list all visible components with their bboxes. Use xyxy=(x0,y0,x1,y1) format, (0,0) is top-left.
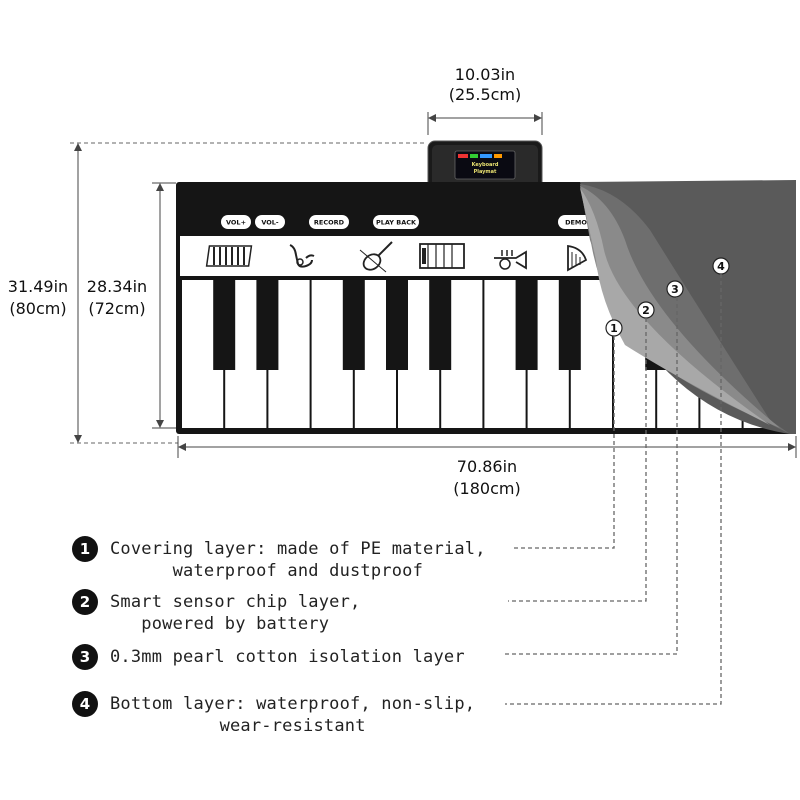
black-key[interactable] xyxy=(213,280,236,370)
layer-number-3: 3 xyxy=(72,644,98,670)
vol-up-button[interactable] xyxy=(221,215,251,229)
cotton-layer xyxy=(580,184,790,434)
inner-height-dimension: 28.34in (72cm) xyxy=(87,182,176,429)
bottom-length-cm-label: (180cm) xyxy=(453,479,520,498)
harp-icon[interactable] xyxy=(567,244,588,272)
black-key[interactable] xyxy=(386,280,408,370)
outer-height-dimension: 31.49in (80cm) xyxy=(8,142,425,444)
inner-height-cm-label: (72cm) xyxy=(88,299,145,318)
vol-up-label: VOL+ xyxy=(226,219,246,227)
top-width-cm-label: (25.5cm) xyxy=(449,85,522,104)
layer-description-4: 4 Bottom layer: waterproof, non-slip, we… xyxy=(72,691,476,737)
peeled-layers xyxy=(580,180,796,434)
layer-number-1: 1 xyxy=(72,536,98,562)
leader-line-2 xyxy=(508,318,647,602)
leader-line-3 xyxy=(505,297,678,655)
saxophone-icon[interactable] xyxy=(289,244,315,268)
layer-2-line-1: Smart sensor chip layer, xyxy=(110,592,361,612)
layer-4-line-2: wear-resistant xyxy=(219,716,366,736)
layer-2-line-2: powered by battery xyxy=(141,614,330,634)
demo-button[interactable] xyxy=(558,215,594,229)
layer-1-line-2: waterproof and dustproof xyxy=(172,561,424,581)
top-width-dimension: 10.03in (25.5cm) xyxy=(427,65,543,135)
black-key[interactable] xyxy=(429,280,452,370)
record-label: RECORD xyxy=(314,219,345,227)
trumpet-icon[interactable] xyxy=(494,250,527,270)
leader-line-4 xyxy=(505,274,722,705)
vol-down-label: VOL- xyxy=(261,219,279,227)
violin-icon[interactable] xyxy=(359,241,393,273)
inner-height-label: 28.34in xyxy=(87,277,147,296)
mat-button-row: VOL+ VOL- RECORD PLAY BACK DEMO xyxy=(221,215,594,229)
top-width-label: 10.03in xyxy=(455,65,515,84)
bottom-length-label: 70.86in xyxy=(457,457,517,476)
layer-number-4: 4 xyxy=(72,691,98,717)
layer-number-2: 2 xyxy=(72,589,98,615)
layer-description-3: 3 0.3mm pearl cotton isolation layer xyxy=(72,644,465,670)
vol-down-button[interactable] xyxy=(255,215,285,229)
covering-layer xyxy=(580,188,770,425)
playback-button[interactable] xyxy=(373,215,419,229)
layer-description-1: 1 Covering layer: made of PE material, w… xyxy=(72,536,486,582)
screen-title-2: Playmat xyxy=(474,169,497,175)
black-key[interactable] xyxy=(558,280,581,370)
black-key[interactable] xyxy=(515,280,538,370)
piano-icon[interactable] xyxy=(205,245,253,267)
leader-lines xyxy=(505,274,722,705)
accordion-icon[interactable] xyxy=(419,243,465,269)
outer-height-cm-label: (80cm) xyxy=(9,299,66,318)
callout-number-1: 1 xyxy=(610,322,618,335)
layer-3-line-1: 0.3mm pearl cotton isolation layer xyxy=(110,647,465,667)
record-button[interactable] xyxy=(309,215,349,229)
playback-label: PLAY BACK xyxy=(376,219,417,227)
layer-description-2: 2 Smart sensor chip layer, powered by ba… xyxy=(72,589,361,635)
layer-callouts: 1 2 3 4 xyxy=(605,257,730,337)
black-key[interactable] xyxy=(342,280,365,370)
screen-title-1: Keyboard xyxy=(472,162,499,168)
layer-4-line-1: Bottom layer: waterproof, non-slip, xyxy=(110,694,476,714)
callout-number-3: 3 xyxy=(671,283,679,296)
outer-height-label: 31.49in xyxy=(8,277,68,296)
callout-circle-3 xyxy=(666,280,684,298)
callout-number-2: 2 xyxy=(642,304,650,317)
bottom-length-dimension: 70.86in (180cm) xyxy=(177,436,797,498)
black-key[interactable] xyxy=(256,280,279,370)
layer-1-line-1: Covering layer: made of PE material, xyxy=(110,539,486,559)
callout-number-4: 4 xyxy=(717,260,725,273)
demo-label: DEMO xyxy=(565,219,587,227)
leader-line-1 xyxy=(512,336,615,549)
